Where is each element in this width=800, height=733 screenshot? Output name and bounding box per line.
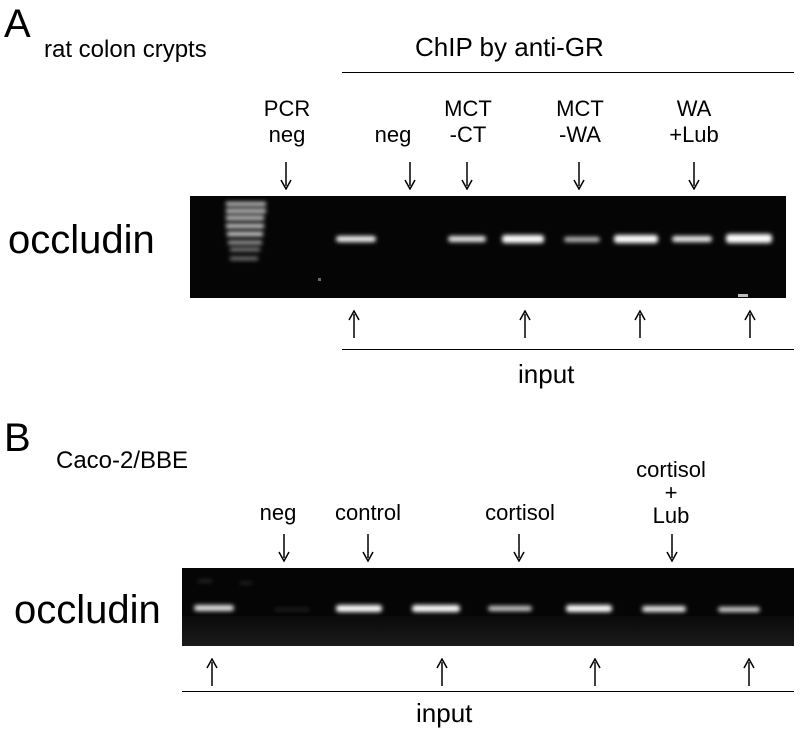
band <box>502 235 544 243</box>
panel-a-header: ChIP by anti-GR <box>415 32 604 62</box>
band <box>566 605 612 612</box>
down-arrow-icon <box>573 162 585 190</box>
panel-a-header-line <box>342 72 794 73</box>
gel-image-b <box>182 568 794 646</box>
band <box>336 605 382 612</box>
up-arrow-icon <box>744 310 756 338</box>
lane-label-neg: neg <box>259 500 297 525</box>
down-arrow-icon <box>404 162 416 190</box>
panel-a-row-label: occludin <box>8 218 155 262</box>
gel-image-a <box>190 196 786 298</box>
band <box>672 236 712 242</box>
down-arrow-icon <box>278 534 290 562</box>
lane-label-cortisol: cortisol <box>485 500 555 525</box>
up-arrow-icon <box>589 658 601 686</box>
lane-label-control: control <box>334 500 402 525</box>
band <box>614 235 658 243</box>
band <box>448 236 486 242</box>
down-arrow-icon <box>666 534 678 562</box>
lane-label-pcr-neg: PCR neg <box>263 96 311 147</box>
band <box>642 606 686 612</box>
up-arrow-icon <box>743 658 755 686</box>
lane-label-mct-wa: MCT -WA <box>556 96 604 147</box>
down-arrow-icon <box>688 162 700 190</box>
down-arrow-icon <box>362 534 374 562</box>
down-arrow-icon <box>513 534 525 562</box>
up-arrow-icon <box>348 310 360 338</box>
band <box>718 607 760 612</box>
panel-b-letter: B <box>4 416 31 460</box>
panel-b-footer: input <box>416 698 473 728</box>
band <box>412 605 460 612</box>
up-arrow-icon <box>519 310 531 338</box>
up-arrow-icon <box>436 658 448 686</box>
band <box>726 234 772 243</box>
band <box>336 236 376 242</box>
band <box>564 237 600 242</box>
panel-b-caption: Caco-2/BBE <box>56 447 189 474</box>
band <box>194 605 234 611</box>
band <box>488 606 532 611</box>
lane-label-mct-ct: MCT -CT <box>444 96 492 147</box>
up-arrow-icon <box>206 658 218 686</box>
up-arrow-icon <box>634 310 646 338</box>
down-arrow-icon <box>280 162 292 190</box>
panel-a-letter: A <box>4 2 31 46</box>
lane-label-cortisol-lub: cortisol + Lub <box>636 457 706 528</box>
down-arrow-icon <box>461 162 473 190</box>
panel-b-input-line <box>182 691 794 692</box>
panel-a-caption: rat colon crypts <box>44 36 207 63</box>
panel-b-row-label: occludin <box>14 588 161 632</box>
panel-a-footer: input <box>518 359 575 389</box>
lane-label-neg: neg <box>374 122 412 147</box>
dna-ladder <box>226 202 266 260</box>
lane-label-wa-lub: WA +Lub <box>669 96 719 147</box>
panel-a-input-line <box>342 349 794 350</box>
